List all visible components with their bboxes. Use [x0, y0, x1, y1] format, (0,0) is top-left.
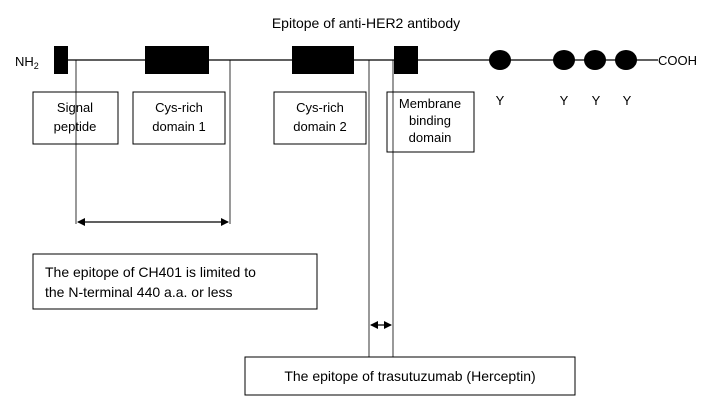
svg-text:The epitope of CH401 is limite: The epitope of CH401 is limited to — [45, 264, 256, 280]
membrane-domain-label: Membrane binding domain — [386, 91, 475, 153]
svg-text:domain 1: domain 1 — [152, 119, 205, 134]
n-terminus-text: NH — [15, 54, 34, 69]
svg-text:peptide: peptide — [54, 119, 97, 134]
phospho-site-1 — [489, 50, 511, 70]
svg-text:binding: binding — [409, 113, 451, 128]
svg-text:Membrane: Membrane — [399, 96, 461, 111]
phospho-site-4 — [615, 50, 637, 70]
phospho-site-3 — [584, 50, 606, 70]
svg-text:domain: domain — [409, 130, 452, 145]
svg-text:domain 2: domain 2 — [293, 119, 346, 134]
signal-peptide-block — [54, 46, 68, 74]
tyrosine-label-2: Y — [560, 93, 569, 108]
cys-rich-domain-2-block — [292, 46, 354, 74]
signal-peptide-label: Signal peptide — [32, 91, 119, 145]
svg-text:Cys-rich: Cys-rich — [296, 100, 344, 115]
phospho-site-2 — [553, 50, 575, 70]
tyrosine-label-1: Y — [496, 93, 505, 108]
cys-rich-domain-1-block — [145, 46, 209, 74]
tyrosine-label-3: Y — [592, 93, 601, 108]
svg-text:Signal: Signal — [57, 100, 93, 115]
n-terminus-label: NH2 — [15, 54, 39, 71]
membrane-domain-block — [394, 46, 418, 74]
svg-text:the N-terminal 440 a.a. or les: the N-terminal 440 a.a. or less — [45, 284, 233, 300]
cys-rich-domain-1-label: Cys-rich domain 1 — [132, 91, 226, 145]
diagram-title: Epitope of anti-HER2 antibody — [272, 15, 460, 31]
ch401-note: The epitope of CH401 is limited to the N… — [32, 253, 318, 310]
cys-rich-domain-2-label: Cys-rich domain 2 — [273, 91, 367, 145]
svg-text:The epitope of trasutuzumab (H: The epitope of trasutuzumab (Herceptin) — [284, 368, 535, 384]
tyrosine-label-4: Y — [623, 93, 632, 108]
svg-text:Cys-rich: Cys-rich — [155, 100, 203, 115]
n-terminus-subscript: 2 — [34, 61, 39, 71]
trastuzumab-note: The epitope of trasutuzumab (Herceptin) — [244, 356, 576, 396]
c-terminus-label: COOH — [658, 53, 697, 68]
